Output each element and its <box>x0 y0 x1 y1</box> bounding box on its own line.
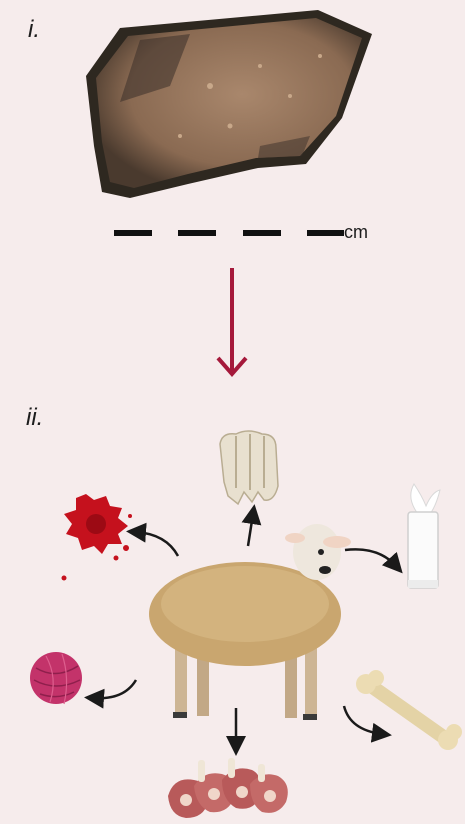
arrow-to-bone <box>344 706 382 734</box>
arrow-to-wool <box>94 680 136 698</box>
arrow-to-milk <box>345 549 396 566</box>
arrow-to-blood <box>136 532 178 556</box>
arrow-to-tooth <box>248 514 253 546</box>
